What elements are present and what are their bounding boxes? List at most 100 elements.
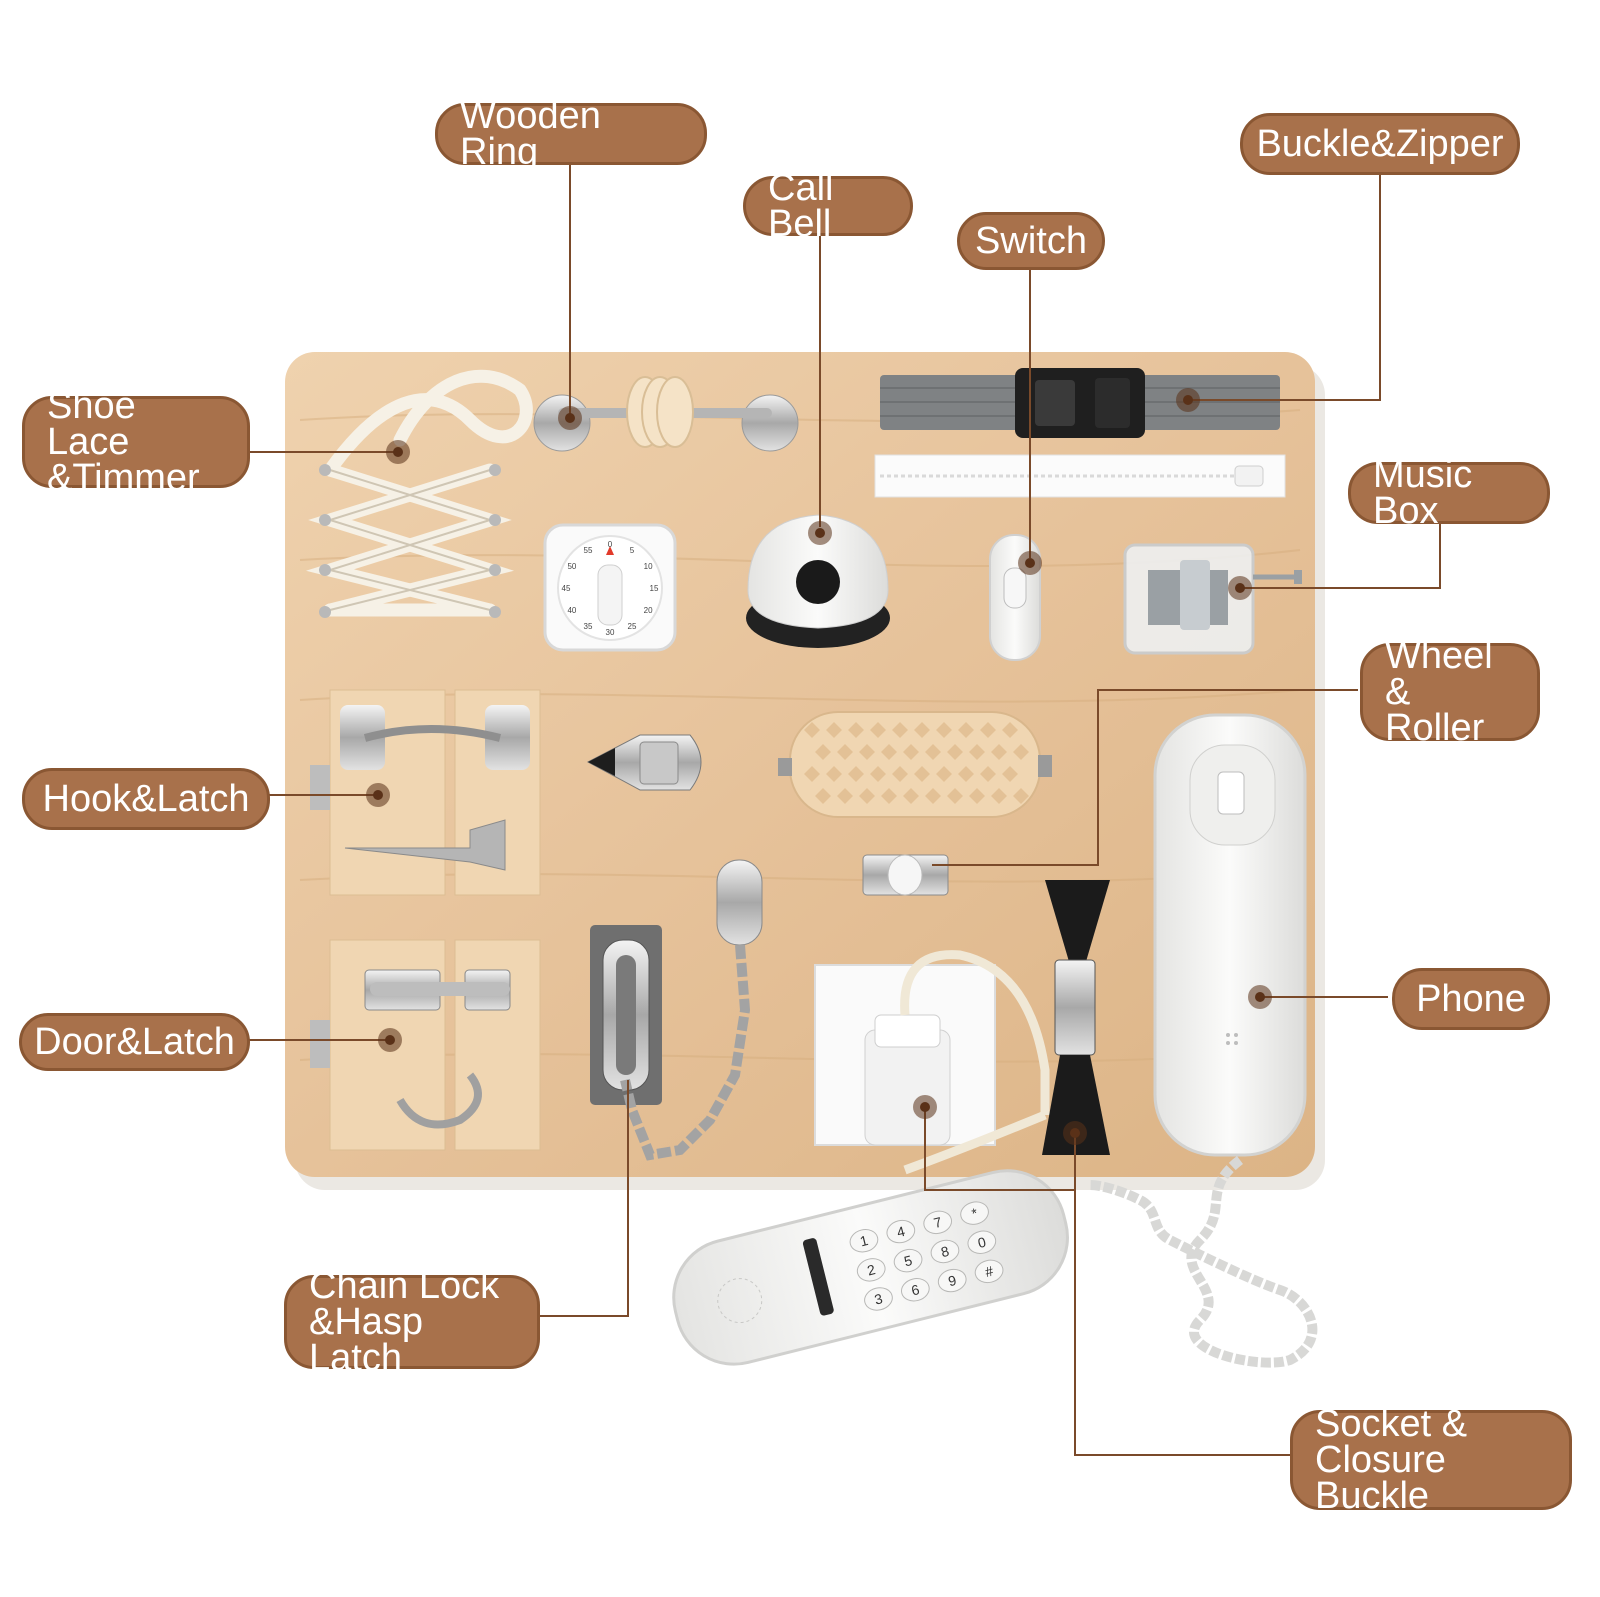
- svg-text:8: 8: [939, 1243, 951, 1260]
- roller-spike: [826, 722, 842, 738]
- timer-dial-number: 20: [644, 606, 653, 615]
- svg-text:9: 9: [946, 1272, 958, 1289]
- roller-spike: [1013, 744, 1029, 760]
- keypad-key[interactable]: 0: [966, 1228, 998, 1256]
- svg-text:7: 7: [932, 1214, 944, 1231]
- timer-dial-number: 50: [567, 562, 576, 571]
- roller-spike: [936, 766, 952, 782]
- svg-text:3: 3: [873, 1290, 885, 1307]
- roller-spike: [859, 744, 875, 760]
- music-box[interactable]: [1123, 543, 1302, 655]
- phone-base[interactable]: [1153, 713, 1307, 1157]
- hasp-latch[interactable]: [590, 925, 662, 1105]
- roller-spike: [881, 788, 897, 804]
- roller-spike: [947, 744, 963, 760]
- strap-buckle[interactable]: [880, 368, 1280, 438]
- keypad-key[interactable]: 6: [899, 1276, 931, 1304]
- roller-spike: [1002, 722, 1018, 738]
- roller-spike: [815, 788, 831, 804]
- roller-spike: [881, 744, 897, 760]
- keypad-key[interactable]: 4: [885, 1217, 917, 1245]
- roller-spike: [991, 744, 1007, 760]
- leader-lines: [248, 160, 1441, 1456]
- roller-spike: [969, 788, 985, 804]
- timer-dial-number: 35: [584, 622, 593, 631]
- svg-text:4: 4: [895, 1223, 907, 1240]
- timer-dial-number: 25: [628, 622, 637, 631]
- keypad-key[interactable]: 9: [936, 1267, 968, 1295]
- switch-label: Switch: [957, 212, 1105, 270]
- roller-spike: [848, 766, 864, 782]
- keypad-key[interactable]: *: [958, 1199, 990, 1227]
- roller-spike: [903, 788, 919, 804]
- svg-text:6: 6: [910, 1281, 922, 1298]
- hook-latch[interactable]: [310, 689, 541, 896]
- music-box-label: Music Box: [1348, 456, 1550, 530]
- chain-lock[interactable]: [620, 859, 763, 1161]
- roller-spike: [914, 766, 930, 782]
- timer-dial-number: 0: [608, 540, 613, 549]
- roller-spike: [991, 788, 1007, 804]
- roller-spike: [914, 722, 930, 738]
- buckle-zipper-label: Buckle&Zipper: [1240, 113, 1520, 175]
- hook-latch-label: Hook&Latch: [22, 768, 270, 830]
- roller-spike: [837, 744, 853, 760]
- closure-buckle[interactable]: [1042, 880, 1110, 1155]
- roller-spike: [870, 766, 886, 782]
- roller-spike: [848, 722, 864, 738]
- roller-spike: [892, 722, 908, 738]
- wooden-roller[interactable]: [778, 711, 1052, 818]
- roller-spike: [892, 766, 908, 782]
- wheel-roller-label: Wheel & Roller: [1360, 637, 1540, 747]
- roller-spike: [826, 766, 842, 782]
- caster-wheel[interactable]: [862, 854, 949, 896]
- keypad-key[interactable]: #: [973, 1257, 1005, 1285]
- keypad-key[interactable]: 5: [892, 1247, 924, 1275]
- timer-dial-number: 30: [606, 628, 615, 637]
- keypad-key[interactable]: 8: [929, 1237, 961, 1265]
- svg-text:*: *: [970, 1205, 980, 1222]
- roller-spike: [958, 766, 974, 782]
- svg-text:0: 0: [976, 1234, 988, 1251]
- svg-text:5: 5: [902, 1252, 914, 1269]
- roller-spike: [804, 722, 820, 738]
- roller-spike: [969, 744, 985, 760]
- roller-spike: [870, 722, 886, 738]
- zipper[interactable]: [874, 454, 1286, 498]
- timer-dial-number: 55: [584, 546, 593, 555]
- roller-spike: [804, 766, 820, 782]
- keypad-key[interactable]: 7: [921, 1208, 953, 1236]
- call-bell[interactable]: [746, 514, 890, 648]
- phone-handset[interactable]: 1 2 3 4 5 6 7 8 9 * 0 #: [661, 1158, 1079, 1376]
- roller-spike: [1002, 766, 1018, 782]
- timer-dial-number: 45: [562, 584, 571, 593]
- roller-spike: [859, 788, 875, 804]
- timer-dial-number: 15: [650, 584, 659, 593]
- timer-dial-number: 5: [630, 546, 635, 555]
- roller-spike: [815, 744, 831, 760]
- svg-text:2: 2: [865, 1261, 877, 1278]
- door-latch[interactable]: [310, 939, 541, 1151]
- keypad-key[interactable]: 3: [862, 1285, 894, 1313]
- roller-spike: [903, 744, 919, 760]
- phone-coil-cord: [1089, 1156, 1318, 1368]
- roller-spike: [980, 766, 996, 782]
- socket-buckle-label: Socket & Closure Buckle: [1290, 1405, 1572, 1515]
- call-bell-label: Call Bell: [743, 169, 913, 243]
- timer-dial-number: 10: [644, 562, 653, 571]
- svg-text:#: #: [983, 1263, 995, 1280]
- roller-spike: [1013, 788, 1029, 804]
- shoe-lace[interactable]: [305, 369, 533, 618]
- svg-text:1: 1: [858, 1232, 870, 1249]
- clasp-latch[interactable]: [586, 734, 702, 791]
- roller-spike: [958, 722, 974, 738]
- roller-spike: [925, 788, 941, 804]
- roller-spike: [947, 788, 963, 804]
- keypad-key[interactable]: 1: [848, 1227, 880, 1255]
- socket-plate[interactable]: [814, 950, 1050, 1175]
- keypad-key[interactable]: 2: [855, 1256, 887, 1284]
- phone-label: Phone: [1392, 968, 1550, 1030]
